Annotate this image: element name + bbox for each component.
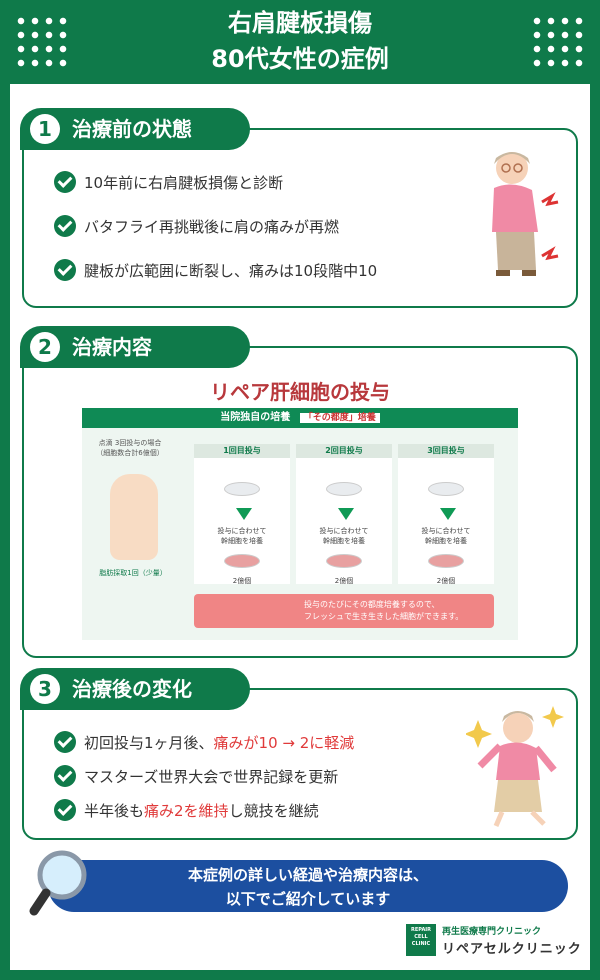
- dot-pattern-decoration: [530, 14, 586, 70]
- list-item: 初回投与1ヶ月後、痛みが10 → 2に軽減: [54, 730, 354, 754]
- check-icon: [54, 799, 76, 821]
- petri-dish-icon: [326, 482, 362, 496]
- dot-pattern-decoration: [14, 14, 70, 70]
- elderly-woman-in-pain-illustration: [492, 152, 559, 276]
- torso-illustration: [110, 474, 158, 560]
- section-number: 1: [30, 114, 60, 144]
- list-item: バタフライ再挑戦後に肩の痛みが再燃: [54, 214, 339, 238]
- header-banner: 右肩腱板損傷 80代女性の症例: [0, 0, 600, 84]
- petri-dish-icon: [224, 482, 260, 496]
- cell-dish-icon: [224, 554, 260, 568]
- section-title: 治療前の状態: [72, 117, 192, 141]
- list-item: 腱板が広範囲に断裂し、痛みは10段階中10: [54, 258, 377, 282]
- petri-dish-icon: [428, 482, 464, 496]
- details-link-button[interactable]: 本症例の詳しい経過や治療内容は、 以下でご紹介しています: [48, 860, 568, 912]
- cell-dish-icon: [326, 554, 362, 568]
- content-panel: 1 治療前の状態 10年前に右肩腱板損傷と診断 バタフライ再挑戦後に肩の痛みが再…: [10, 84, 590, 970]
- section-header: 3 治療後の変化: [20, 668, 250, 710]
- dose-column: 2回目投与 投与に合わせて 幹細胞を培養 2億個: [296, 444, 392, 585]
- page-subtitle: 80代女性の症例: [211, 45, 389, 73]
- arrow-down-icon: [440, 508, 456, 520]
- figure-bottom-label: 脂肪採取1回（少量）: [99, 569, 167, 577]
- section-number: 2: [30, 332, 60, 362]
- figure-note: 投与のたびにその都度培養するので、 フレッシュで生き生きした細胞ができます。: [194, 594, 494, 628]
- section-header: 2 治療内容: [20, 326, 250, 368]
- dose-column: 3回目投与 投与に合わせて 幹細胞を培養 2億個: [398, 444, 494, 585]
- culture-process-figure: 当院独自の培養 「その都度」培養 点滴 3回投与の場合 （細胞数合計6億個） 脂…: [82, 408, 518, 640]
- dose-column: 1回目投与 投与に合わせて 幹細胞を培養 2億個: [194, 444, 290, 585]
- list-item: 10年前に右肩腱板損傷と診断: [54, 170, 283, 194]
- check-icon: [54, 171, 76, 193]
- magnifier-icon: [29, 850, 87, 916]
- check-icon: [54, 259, 76, 281]
- figure-header: 当院独自の培養 「その都度」培養: [82, 408, 518, 428]
- section-header: 1 治療前の状態: [20, 108, 250, 150]
- cell-dish-icon: [428, 554, 464, 568]
- check-icon: [54, 731, 76, 753]
- page-title: 右肩腱板損傷: [228, 9, 372, 37]
- check-icon: [54, 215, 76, 237]
- list-item: マスターズ世界大会で世界記録を更新: [54, 764, 338, 788]
- clinic-logo: REPAIR CELL CLINIC: [406, 924, 436, 956]
- clinic-name: リペアセルクリニック: [442, 942, 582, 957]
- section-title: 治療内容: [72, 335, 152, 359]
- clinic-tagline: 再生医療専門クリニック: [442, 927, 542, 937]
- happy-elderly-woman-illustration: [466, 706, 564, 827]
- list-item: 半年後も痛み2を維持し競技を継続: [54, 798, 319, 822]
- arrow-down-icon: [236, 508, 252, 520]
- check-icon: [54, 765, 76, 787]
- section-before-treatment: [22, 128, 578, 308]
- figure-left-label: 点滴 3回投与の場合 （細胞数合計6億個）: [96, 439, 164, 457]
- section-title: 治療後の変化: [72, 677, 192, 701]
- treatment-subtitle: リペア肝細胞の投与: [210, 380, 390, 404]
- arrow-down-icon: [338, 508, 354, 520]
- section-number: 3: [30, 674, 60, 704]
